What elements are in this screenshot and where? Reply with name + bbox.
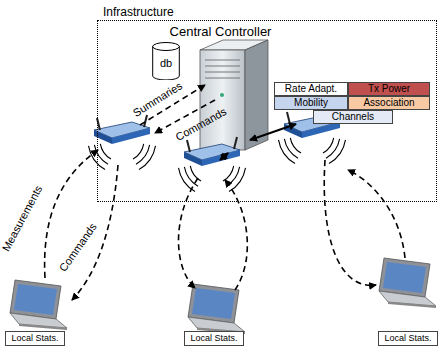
node-text: Local Stats. — [384, 334, 431, 343]
stats-box: Local Stats. — [184, 331, 244, 346]
stats-box: Local Stats. — [378, 331, 438, 346]
module-box: Tx Power — [348, 82, 430, 96]
node-text: Rate Adapt. — [285, 84, 337, 94]
node-text: Local Stats. — [190, 334, 237, 343]
node-text: Local Stats. — [11, 334, 58, 343]
stats-box: Local Stats. — [5, 331, 65, 346]
node-text: Tx Power — [368, 84, 410, 94]
module-box: Channels — [313, 110, 393, 124]
module-box: Rate Adapt. — [274, 82, 348, 96]
node-text: db — [160, 58, 172, 69]
node-text: Central Controller — [170, 25, 272, 38]
flow-label: Commands — [57, 221, 98, 273]
module-box: Mobility — [274, 96, 348, 110]
region-heading: Infrastructure — [103, 6, 174, 18]
node-text: Mobility — [294, 98, 328, 108]
node-text: Association — [363, 98, 414, 108]
flow-label: Measurements — [0, 183, 44, 252]
controller-label: Central Controller — [148, 23, 293, 40]
flow-label: Commands — [174, 106, 229, 143]
node-text: Channels — [332, 112, 374, 122]
flow-label: Summaries — [131, 80, 184, 119]
module-box: Association — [348, 96, 430, 110]
database-cylinder: db — [152, 42, 180, 80]
